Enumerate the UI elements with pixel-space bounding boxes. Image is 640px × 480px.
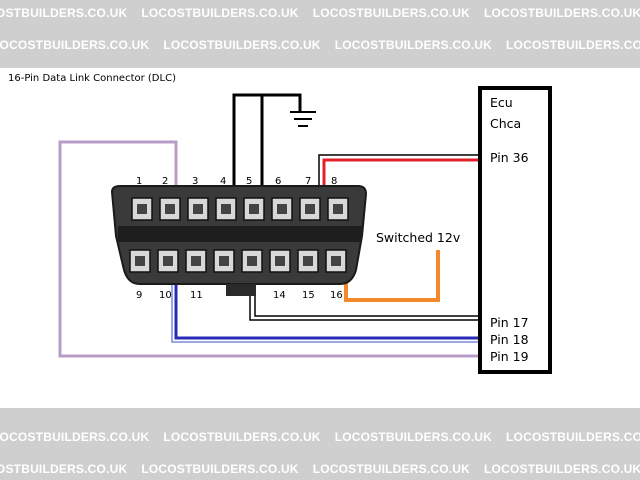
pin-label: 1 [136,176,142,187]
pin-label: 8 [331,176,337,187]
pin-label: 10 [159,290,172,301]
pin-label: 5 [246,176,252,187]
ground-symbol [290,111,316,127]
ground-wire-pin4 [232,93,302,192]
pin-label: 4 [220,176,226,187]
pin-socket-hole [165,204,175,214]
ecu-pin-36-label: Pin 36 [490,150,529,165]
pin-label: 16 [330,290,343,301]
watermark-band-top: LOCOSTBUILDERS.CO.UKLOCOSTBUILDERS.CO.UK… [0,0,640,68]
dlc-pins-top [131,197,349,221]
pin-label: 9 [136,290,142,301]
pin-label: 11 [190,290,203,301]
violet-wire-pin19 [58,140,485,358]
dlc-connector [110,185,368,296]
red-wire-pin36 [318,154,485,190]
pin-label: 7 [305,176,311,187]
watermark-row: LOCOSTBUILDERS.CO.UKLOCOSTBUILDERS.CO.UK… [0,6,640,20]
pin-socket-hole [193,204,203,214]
pin-socket-hole [333,204,343,214]
pin-label: 15 [302,290,315,301]
pin-socket-hole [305,204,315,214]
pin-socket-hole [219,256,229,266]
orange-wire-switched-12v [344,250,440,302]
pin-socket-hole [303,256,313,266]
pin-label: 3 [192,176,198,187]
pin-socket-hole [331,256,341,266]
pin-socket-hole [163,256,173,266]
pin-labels-bottom: 9 10 11 14 15 16 [136,290,343,301]
ecu-pin-17-label: Pin 17 [490,315,529,330]
ground-wires [232,93,302,192]
switched-12v-label: Switched 12v [376,230,461,245]
pin-socket-hole [221,204,231,214]
ecu-label: Ecu [490,95,513,110]
blue-wire-pin18 [171,270,485,343]
pin-label: 14 [273,290,286,301]
ecu-model-label: Chca [490,116,521,131]
pin-labels-top: 1 2 3 4 5 6 7 8 [136,176,337,187]
pin-socket-hole [135,256,145,266]
diagram-title: 16-Pin Data Link Connector (DLC) [8,73,176,84]
pin-socket-hole [275,256,285,266]
pin-socket-hole [191,256,201,266]
pin-label: 6 [275,176,281,187]
watermark-row: LOCOSTBUILDERS.CO.UKLOCOSTBUILDERS.CO.UK… [0,462,640,476]
pin-socket-hole [137,204,147,214]
ecu-pin-19-label: Pin 19 [490,349,529,364]
dlc-pins-bottom [129,249,347,273]
ecu-box: Ecu Chca Pin 36 Pin 17 Pin 18 Pin 19 [478,86,552,374]
pin-label: 2 [162,176,168,187]
pin-socket-hole [277,204,287,214]
pin-socket-hole [249,204,259,214]
ecu-pin-18-label: Pin 18 [490,332,529,347]
pin-socket-hole [247,256,257,266]
